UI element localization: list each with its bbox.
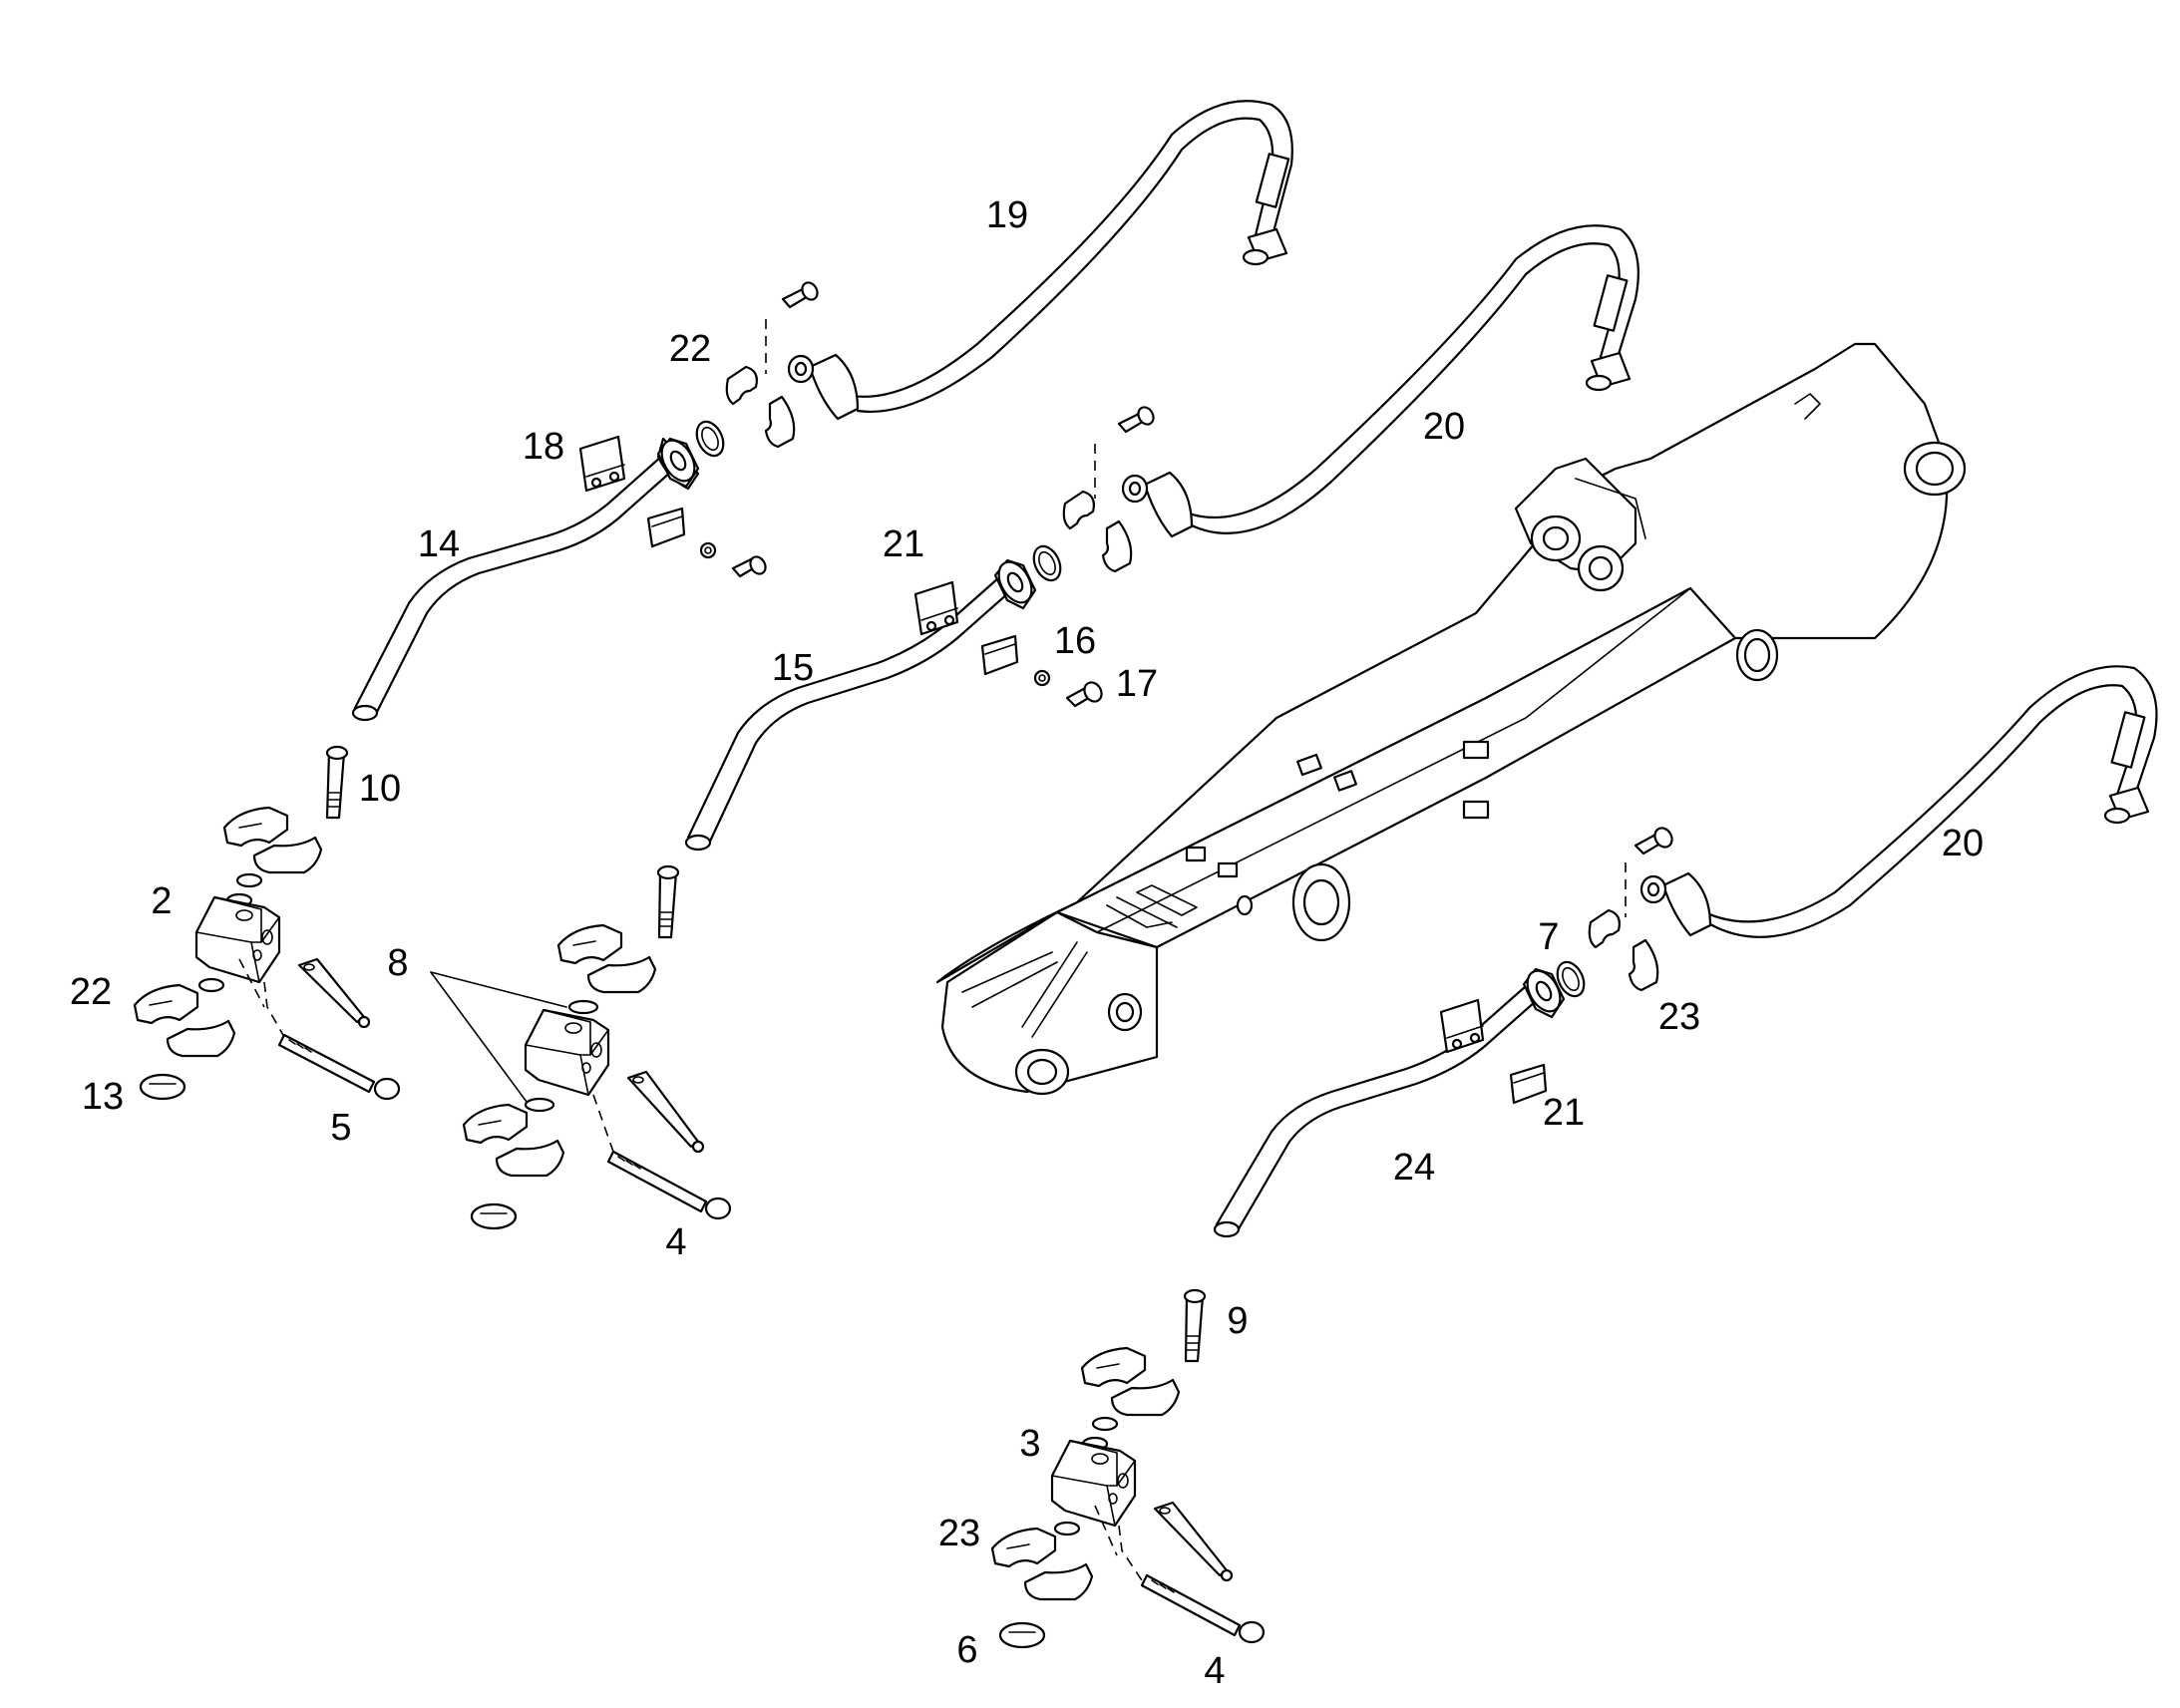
leader-line-8 (430, 971, 528, 1103)
label-4-bottom: 4 (1204, 1650, 1225, 1692)
label-2: 2 (151, 880, 172, 922)
label-5: 5 (330, 1107, 351, 1149)
label-17: 17 (1116, 663, 1158, 705)
label-3: 3 (1019, 1423, 1040, 1465)
boom-head (940, 910, 1159, 1094)
part-labels: 19 22 18 14 20 21 15 16 17 10 2 22 13 5 … (70, 194, 1984, 1692)
valve-assembly-bottom (990, 1288, 1266, 1649)
label-21-top: 21 (883, 523, 924, 565)
hose-20-top (1121, 224, 1639, 538)
label-9: 9 (1227, 1300, 1248, 1342)
valve-assembly-middle (430, 864, 732, 1230)
bolt-5 (277, 1033, 376, 1094)
boom-arm (935, 342, 1967, 1096)
valve-assembly-left (133, 745, 401, 1101)
label-15: 15 (772, 647, 814, 689)
label-23-right: 23 (1658, 996, 1700, 1038)
clamp-bracket (646, 507, 686, 548)
label-24: 24 (1393, 1147, 1435, 1189)
label-16: 16 (1054, 620, 1096, 662)
pipe-14 (351, 437, 700, 722)
hose-20-right (1639, 665, 2158, 938)
label-22-left: 22 (70, 971, 112, 1013)
flange-group-middle (913, 406, 1155, 708)
label-21-right: 21 (1543, 1092, 1585, 1134)
leader-line-8 (430, 971, 567, 1008)
hose-19 (787, 100, 1293, 421)
o-ring (695, 420, 725, 458)
label-4-middle: 4 (665, 1221, 686, 1263)
bolt-10 (325, 751, 346, 820)
split-flange-half (764, 395, 796, 449)
boom-body (935, 342, 1949, 984)
clamp-bracket (578, 435, 626, 493)
label-13: 13 (82, 1076, 124, 1118)
label-23-left: 23 (938, 1513, 980, 1554)
label-20-right: 20 (1942, 823, 1984, 864)
pipe-15 (684, 558, 1037, 852)
label-22-top: 22 (669, 328, 711, 370)
label-6: 6 (956, 1629, 977, 1671)
label-20-top: 20 (1423, 406, 1465, 448)
label-8: 8 (387, 942, 408, 984)
flange-group-top (578, 281, 819, 578)
label-19: 19 (986, 194, 1028, 236)
label-10: 10 (359, 768, 401, 810)
label-7: 7 (1538, 916, 1559, 958)
pipe-24 (1213, 967, 1566, 1238)
flange-group-right (1439, 827, 1673, 1105)
label-14: 14 (418, 523, 460, 565)
split-flange-half (725, 365, 758, 406)
label-18: 18 (523, 426, 564, 468)
